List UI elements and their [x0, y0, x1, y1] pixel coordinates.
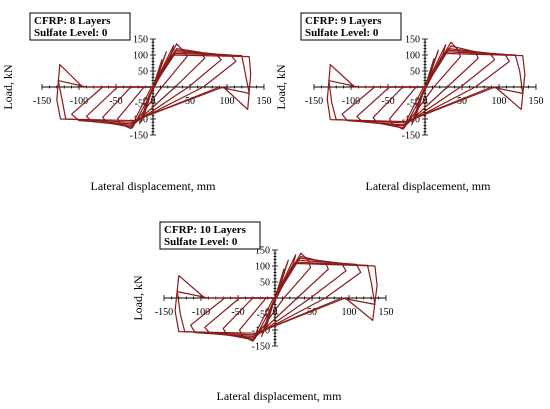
y-tick-label: -50 [135, 99, 148, 110]
y-tick-label: -150 [252, 342, 270, 353]
x-tick-label: 0 [273, 307, 278, 318]
y-tick-label: 150 [133, 35, 148, 46]
x-tick-label: 100 [220, 96, 235, 107]
x-axis-title: Lateral displacement, mm [91, 179, 217, 193]
y-tick-label: -150 [130, 131, 148, 142]
legend-text: Sulfate Level: 0 [34, 27, 108, 39]
hysteresis-loop [85, 49, 222, 126]
y-tick-label: 50 [138, 67, 148, 78]
y-tick-label: 0 [265, 307, 270, 318]
y-axis-title: Load, kN [131, 275, 145, 321]
x-tick-label: 150 [529, 96, 544, 107]
x-tick-label: -150 [305, 96, 323, 107]
y-tick-label: 50 [260, 278, 270, 289]
legend-box [159, 221, 261, 250]
y-tick-label: 150 [405, 35, 420, 46]
x-tick-label: 0 [423, 96, 428, 107]
legend-box [29, 12, 131, 41]
hysteresis-loop [204, 257, 347, 339]
x-tick-label: 50 [185, 96, 195, 107]
hysteresis-loop [56, 54, 252, 122]
x-tick-label: -150 [155, 307, 173, 318]
legend-text: Sulfate Level: 0 [305, 27, 379, 39]
x-tick-label: -100 [70, 96, 88, 107]
hysteresis-loop [131, 44, 175, 129]
y-axis-title: Load, kN [1, 64, 15, 110]
hysteresis-loop [71, 51, 237, 125]
y-tick-label: -150 [402, 131, 420, 142]
x-tick-label: 50 [307, 307, 317, 318]
hysteresis-loop [102, 48, 206, 128]
hysteresis-loop [253, 254, 297, 341]
hysteresis-loop [356, 48, 496, 127]
y-tick-label: -50 [257, 310, 270, 321]
x-tick-label: 0 [151, 96, 156, 107]
hysteresis-loop [403, 44, 447, 129]
x-tick-label: 150 [379, 307, 394, 318]
y-tick-label: 0 [415, 96, 420, 107]
legend-text: Sulfate Level: 0 [164, 236, 238, 248]
x-tick-label: -50 [109, 96, 122, 107]
legend-text: CFRP: 10 Layers [164, 224, 247, 236]
y-tick-label: -50 [407, 99, 420, 110]
hysteresis-loop [328, 51, 524, 124]
x-tick-label: 100 [492, 96, 507, 107]
legend-text: CFRP: 8 Layers [34, 15, 111, 27]
legend-box [300, 12, 402, 41]
hysteresis-loop [326, 52, 526, 123]
x-tick-label: 50 [457, 96, 467, 107]
y-tick-label: 100 [405, 51, 420, 62]
hysteresis-loop [174, 262, 378, 334]
hysteresis-loop [116, 43, 188, 130]
x-axis-title: Lateral displacement, mm [366, 179, 492, 193]
x-tick-label: 150 [257, 96, 272, 107]
y-tick-label: 100 [255, 262, 270, 273]
hysteresis-loop [190, 259, 362, 337]
y-tick-label: 0 [143, 96, 148, 107]
legend-text: CFRP: 9 Layers [305, 15, 382, 27]
y-tick-label: 100 [133, 51, 148, 62]
hysteresis-loop [341, 49, 510, 126]
x-axis-title: Lateral displacement, mm [217, 389, 343, 403]
x-tick-label: -100 [192, 307, 210, 318]
x-tick-label: 100 [342, 307, 357, 318]
hysteresis-loop [372, 45, 479, 129]
y-tick-label: 50 [410, 67, 420, 78]
x-tick-label: -150 [33, 96, 51, 107]
hysteresis-loop [388, 41, 462, 130]
y-axis-title: Load, kN [274, 64, 288, 110]
y-tick-label: 150 [255, 246, 270, 257]
x-tick-label: -100 [342, 96, 360, 107]
